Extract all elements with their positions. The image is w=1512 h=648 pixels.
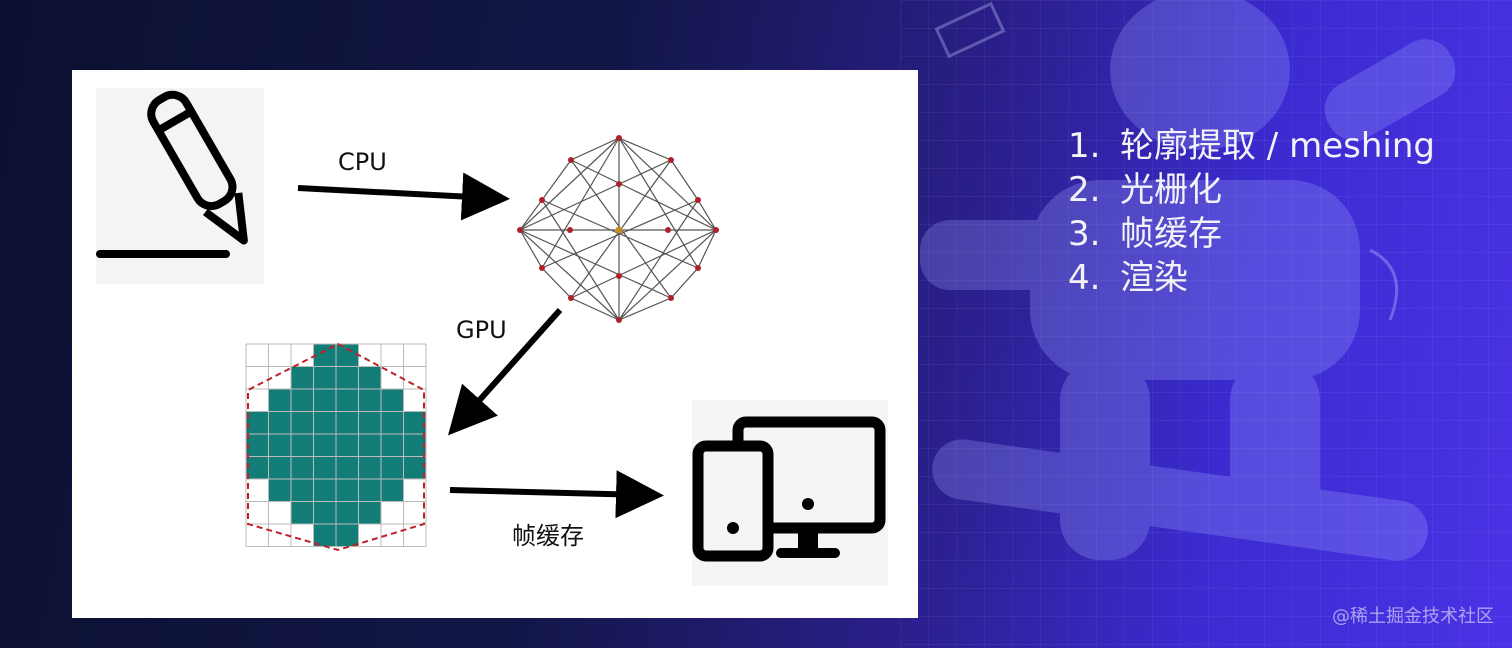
raster-pixel — [313, 501, 336, 524]
step-item: 3. 帧缓存 — [1068, 212, 1435, 256]
pipeline-diagram — [96, 88, 888, 586]
raster-pixel — [268, 389, 291, 412]
watermark: @稀土掘金技术社区 — [1332, 606, 1494, 627]
raster-pixel — [336, 479, 359, 502]
pixel-grid-icon — [245, 342, 427, 552]
raster-pixel — [381, 389, 404, 412]
pencil-icon — [96, 88, 264, 284]
raster-pixel — [381, 434, 404, 457]
step-item: 4. 渲染 — [1068, 256, 1435, 300]
raster-pixel — [358, 366, 381, 389]
raster-pixel — [291, 479, 314, 502]
raster-pixel — [291, 434, 314, 457]
cpu-label: CPU — [338, 148, 387, 176]
gpu-arrow — [448, 308, 563, 436]
raster-pixel — [358, 389, 381, 412]
step-text: 轮廓提取 / meshing — [1120, 126, 1435, 166]
raster-pixel — [313, 389, 336, 412]
raster-pixel — [313, 479, 336, 502]
framebuffer-label: 帧缓存 — [512, 522, 584, 550]
step-number: 4. — [1068, 258, 1101, 298]
step-text: 光栅化 — [1120, 170, 1222, 210]
raster-pixel — [268, 456, 291, 479]
diagram-card: CPU GPU 帧缓存 — [72, 70, 918, 618]
step-number: 3. — [1068, 214, 1101, 254]
raster-pixel — [358, 479, 381, 502]
raster-pixel — [246, 411, 269, 434]
step-text: 帧缓存 — [1120, 214, 1222, 254]
raster-pixel — [291, 366, 314, 389]
raster-pixel — [403, 456, 426, 479]
raster-pixel — [313, 524, 336, 547]
step-item: 1. 轮廓提取 / meshing — [1068, 124, 1435, 168]
gpu-label: GPU — [456, 316, 507, 344]
raster-pixel — [246, 434, 269, 457]
raster-pixel — [246, 456, 269, 479]
devices-icon — [692, 400, 888, 586]
raster-pixel — [268, 434, 291, 457]
raster-pixel — [336, 456, 359, 479]
raster-pixel — [313, 344, 336, 367]
raster-pixel — [336, 501, 359, 524]
raster-pixel — [403, 411, 426, 434]
cpu-arrow — [297, 172, 510, 221]
step-number: 1. — [1068, 126, 1101, 166]
raster-pixel — [268, 411, 291, 434]
raster-pixel — [336, 366, 359, 389]
raster-pixel — [313, 411, 336, 434]
step-item: 2. 光栅化 — [1068, 168, 1435, 212]
raster-pixel — [291, 501, 314, 524]
raster-pixel — [336, 434, 359, 457]
raster-pixel — [291, 411, 314, 434]
raster-pixel — [403, 434, 426, 457]
raster-pixel — [336, 344, 359, 367]
framebuffer-arrow — [449, 470, 664, 519]
mesh-nodes — [517, 135, 719, 323]
raster-pixel — [313, 456, 336, 479]
raster-pixel — [313, 366, 336, 389]
raster-pixel — [268, 479, 291, 502]
astronaut-illustration — [920, 0, 1456, 561]
step-number: 2. — [1068, 170, 1101, 210]
raster-pixel — [381, 479, 404, 502]
raster-pixel — [358, 456, 381, 479]
pipeline-steps: 1. 轮廓提取 / meshing 2. 光栅化 3. 帧缓存 4. 渲染 — [1068, 124, 1435, 300]
raster-pixel — [381, 411, 404, 434]
background-grid — [900, 0, 1512, 648]
raster-pixel — [381, 456, 404, 479]
raster-pixel — [336, 524, 359, 547]
step-text: 渲染 — [1120, 258, 1188, 298]
raster-pixel — [291, 389, 314, 412]
raster-pixel — [358, 501, 381, 524]
raster-pixel — [336, 411, 359, 434]
raster-pixel — [313, 434, 336, 457]
raster-pixel — [358, 411, 381, 434]
raster-pixel — [336, 389, 359, 412]
raster-pixel — [358, 434, 381, 457]
raster-pixel — [291, 456, 314, 479]
